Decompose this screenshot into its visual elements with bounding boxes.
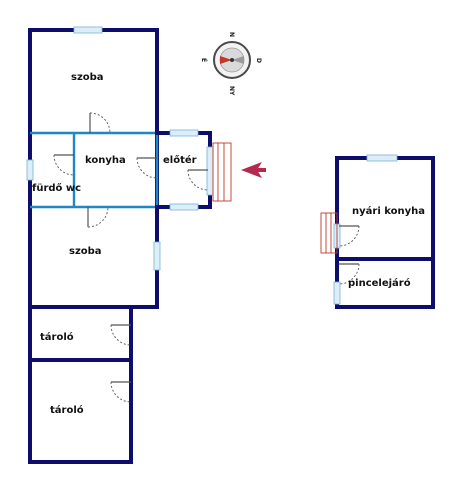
door-pincelejaro-swing	[338, 263, 360, 285]
storage-outline	[28, 305, 133, 464]
label-pincelejaro: pincelejáró	[348, 277, 411, 289]
label-furdo: fürdő wc	[32, 182, 81, 194]
door-pincelejaro	[333, 281, 341, 305]
compass-label-east: D	[255, 58, 262, 63]
door-tarolo-1	[110, 324, 132, 346]
label-eloter: előtér	[163, 154, 197, 166]
compass-rose-icon: N NY É D	[200, 32, 262, 96]
compass-label-north: N	[228, 32, 235, 37]
label-tarolo-1: tároló	[40, 331, 74, 343]
door-szoba-bottom	[87, 206, 109, 228]
compass-needle-red	[220, 56, 232, 64]
door-eloter-entrance	[206, 146, 214, 196]
label-tarolo-2: tároló	[50, 404, 84, 416]
door-szoba-top	[89, 112, 111, 134]
window-furdo	[26, 159, 34, 181]
window-eloter-north	[169, 129, 199, 137]
compass-label-south: NY	[228, 86, 235, 96]
window-szoba-top	[73, 26, 103, 34]
door-konyha	[136, 157, 158, 179]
label-nyari-konyha: nyári konyha	[352, 205, 425, 217]
door-furdo	[53, 154, 75, 176]
entrance-arrow-icon	[241, 162, 266, 178]
label-szoba-bottom: szoba	[69, 246, 102, 257]
entrance-stairs	[212, 142, 232, 202]
main-house	[26, 26, 161, 309]
stairs-outline	[212, 142, 232, 202]
door-tarolo-2	[110, 381, 132, 403]
door-nyari-konyha-swing	[338, 225, 360, 247]
compass-label-west: É	[200, 58, 208, 62]
storage-block	[28, 305, 133, 464]
eloter-annex	[155, 129, 214, 211]
summer-kitchen-stairs	[320, 212, 338, 254]
room-labels: szoba konyha előtér fürdő wc szoba tárol…	[32, 72, 425, 416]
doors	[53, 112, 360, 403]
label-szoba-top: szoba	[71, 72, 104, 83]
compass-needle-grey	[232, 56, 244, 64]
door-eloter	[187, 169, 209, 191]
label-konyha: konyha	[85, 155, 126, 166]
window-eloter-south	[169, 203, 199, 211]
window-szoba-bottom	[153, 241, 161, 271]
window-nyari-konyha	[366, 154, 398, 162]
